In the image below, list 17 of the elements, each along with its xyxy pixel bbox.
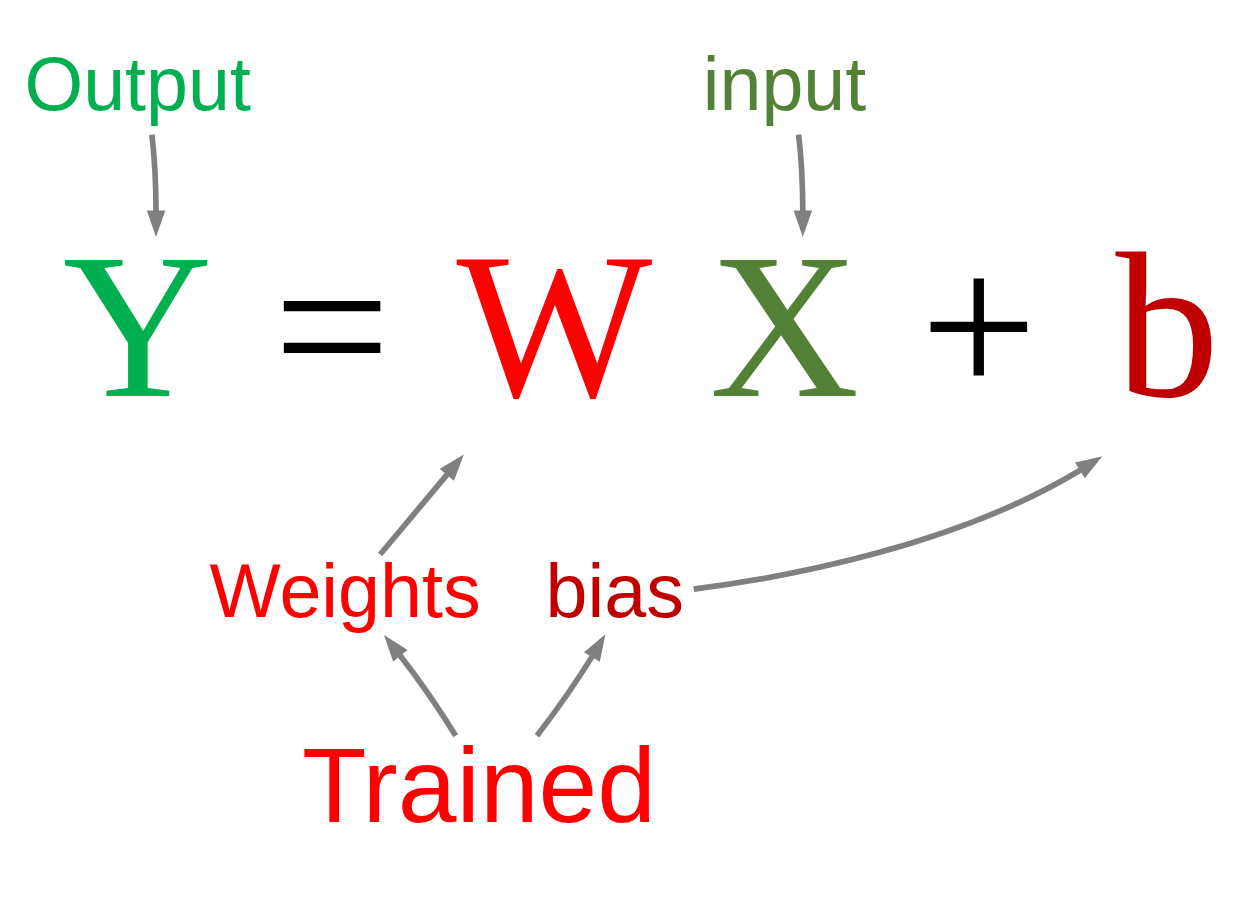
node-text: Weights — [209, 548, 481, 633]
label: = — [273, 210, 391, 441]
node-text: bias — [545, 548, 684, 633]
arrow — [383, 634, 459, 737]
node-text: X — [709, 210, 860, 441]
node-text: W — [456, 210, 653, 441]
arrow — [793, 133, 813, 237]
node-text: Output — [24, 41, 251, 126]
arrow — [693, 455, 1103, 592]
node-text: Y — [62, 210, 213, 441]
node-text: Trained — [301, 725, 657, 844]
node-text: b — [1115, 210, 1220, 441]
arrow — [146, 133, 166, 237]
arrow — [377, 454, 464, 556]
label: + — [920, 210, 1038, 441]
arrow — [534, 633, 606, 737]
node-text: input — [702, 41, 867, 126]
